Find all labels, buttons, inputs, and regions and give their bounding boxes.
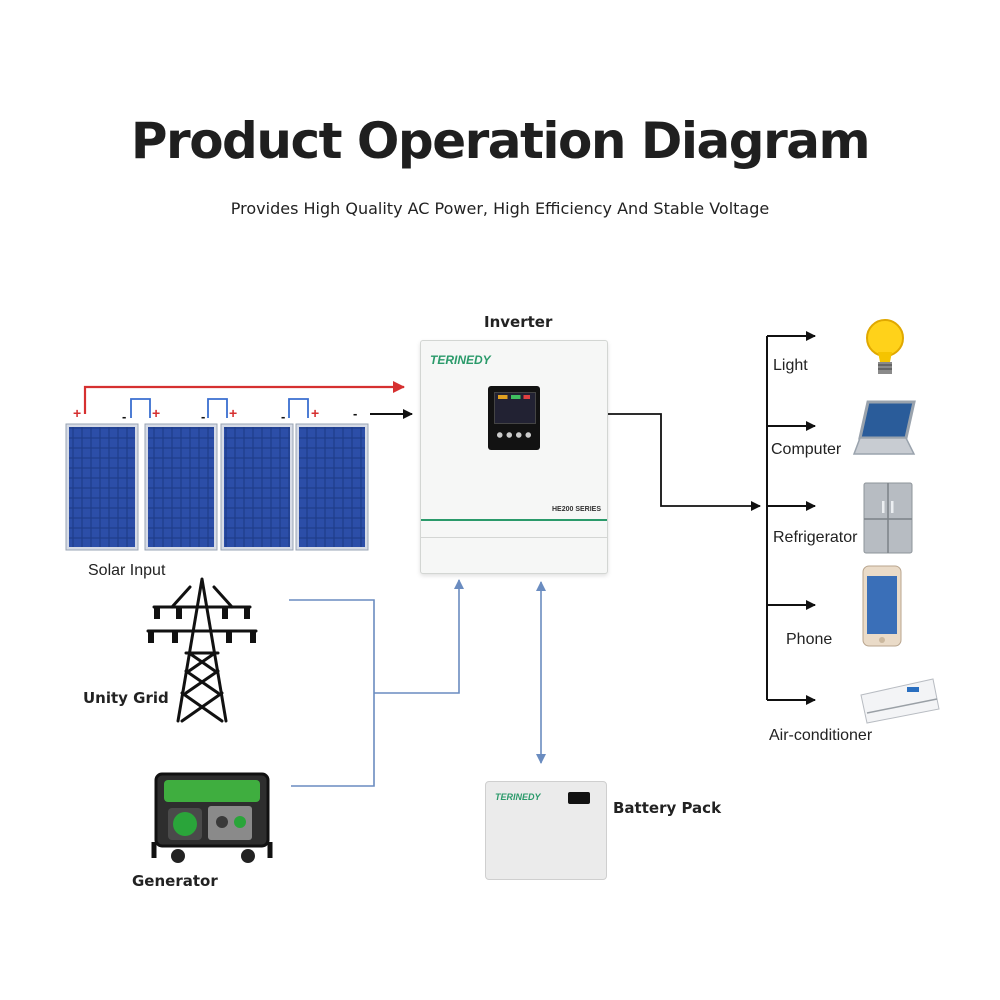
- generator-label: Generator: [132, 872, 218, 890]
- minus-sign: -: [353, 406, 358, 421]
- panel-jumper-2: [207, 398, 228, 418]
- ac-input-line: [374, 579, 464, 694]
- battery-pack-unit: Terinedy: [485, 781, 607, 880]
- battery-handle: [568, 792, 590, 804]
- page-title: Product Operation Diagram: [130, 112, 871, 170]
- smartphone-icon: [862, 565, 902, 647]
- plus-sign: +: [73, 405, 82, 421]
- load-label-computer: Computer: [771, 441, 842, 458]
- solar-panel-icon: [295, 423, 369, 551]
- battery-brand-logo: Terinedy: [495, 792, 541, 802]
- plus-sign: +: [152, 405, 161, 421]
- plus-sign: +: [311, 405, 320, 421]
- generator-icon: [151, 772, 273, 863]
- grid-line: [289, 599, 375, 787]
- light-bulb-icon: [866, 319, 904, 374]
- inverter-brand-logo: Terinedy: [430, 353, 491, 367]
- solar-panel-icon: [220, 423, 294, 551]
- minus-sign: -: [122, 409, 127, 424]
- minus-sign: -: [281, 409, 286, 424]
- solar-panel-array: [65, 423, 369, 551]
- output-line: [604, 413, 761, 511]
- inverter-panel-seam: [421, 537, 607, 538]
- solar-positive-wire: [83, 381, 405, 414]
- laptop-icon: [852, 400, 916, 455]
- page-subtitle: Provides High Quality AC Power, High Eff…: [230, 199, 770, 218]
- solar-panel-icon: [65, 423, 139, 551]
- unity-grid-label: Unity Grid: [83, 689, 169, 707]
- refrigerator-icon: [863, 482, 913, 554]
- inverter-unit: Terinedy HE200 SERIES: [420, 340, 608, 574]
- battery-pack-label: Battery Pack: [613, 799, 722, 817]
- solar-panel-icon: [144, 423, 218, 551]
- power-tower-icon: [146, 577, 258, 723]
- minus-sign: -: [201, 409, 206, 424]
- inverter-label: Inverter: [484, 313, 553, 331]
- load-label-phone: Phone: [786, 631, 833, 648]
- load-label-light: Light: [773, 357, 808, 374]
- panel-jumper-3: [288, 398, 309, 418]
- load-label-air-conditioner: Air-conditioner: [769, 727, 873, 744]
- inverter-stripe: [421, 519, 607, 521]
- inverter-buttons: [495, 430, 533, 440]
- panel-jumper-1: [130, 398, 151, 418]
- air-conditioner-icon: [860, 678, 940, 724]
- indicator-lights: [498, 395, 530, 399]
- solar-input-label: Solar Input: [88, 562, 166, 579]
- inverter-display: [488, 386, 540, 450]
- load-label-refrigerator: Refrigerator: [773, 529, 858, 546]
- inverter-series-label: HE200 SERIES: [552, 506, 602, 513]
- plus-sign: +: [229, 405, 238, 421]
